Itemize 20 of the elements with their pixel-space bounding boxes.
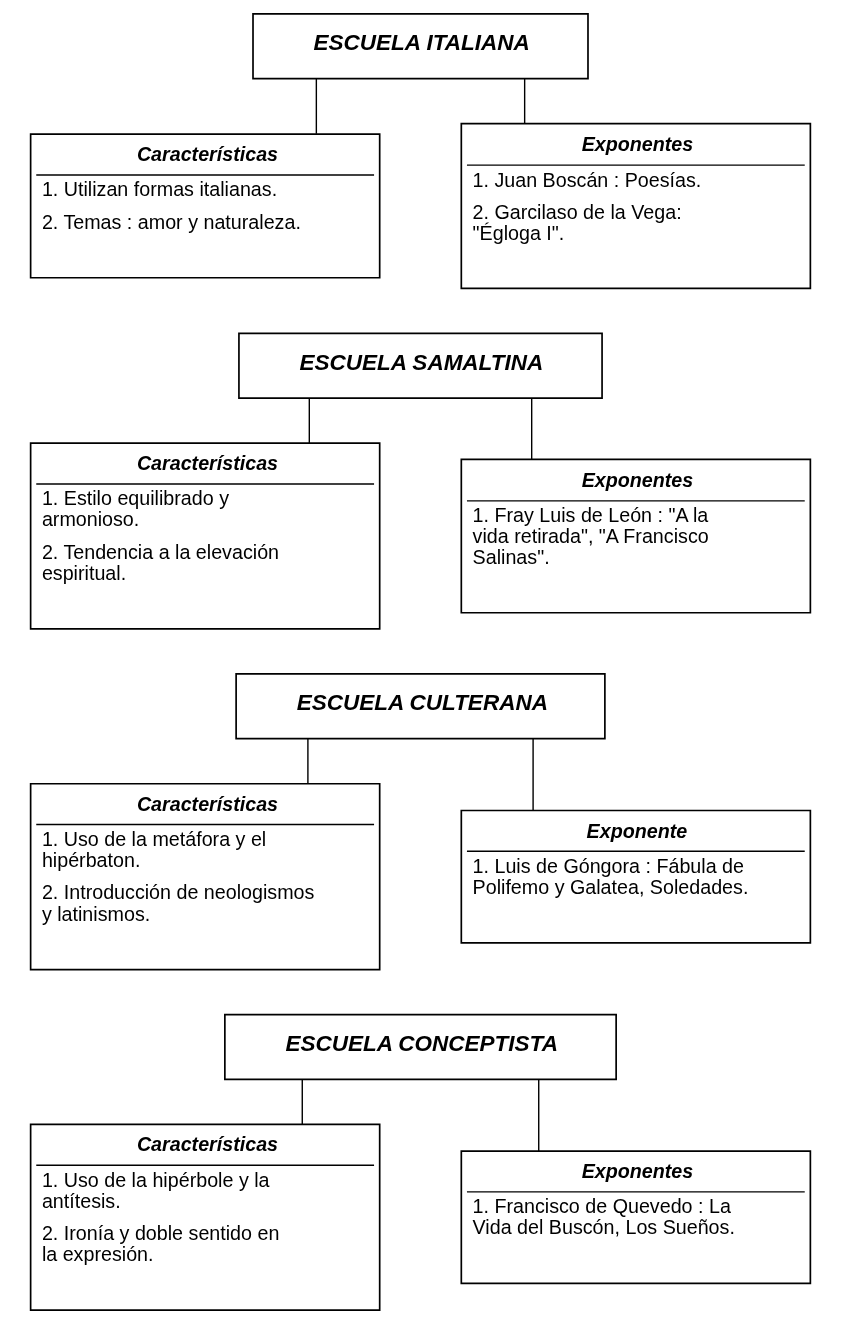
node-box: Características 1. Utilizan formas italianas. 2. Temas : amor y naturaleza. xyxy=(29,133,381,279)
connector xyxy=(315,78,318,135)
connector xyxy=(538,1078,540,1152)
connector xyxy=(308,397,310,444)
node-box: Exponentes 1. Francisco de Quevedo : La Vida del Buscón, Los Sueños. xyxy=(460,1150,812,1285)
node-box: Características 1. Uso de la metáfora y el hipérbaton. 2. Introducción de neologismos y latinismos. xyxy=(29,782,381,971)
node-box: ESCUELA SAMALTINA xyxy=(238,332,603,399)
connector xyxy=(523,78,526,124)
node-box: Exponentes 1. Fray Luis de León : "A la vida retirada", "A Francisco Salinas". xyxy=(460,458,812,614)
node-box: Características 1. Uso de la hipérbole y la antítesis. 2. Ironía y doble sentido en la expresión. xyxy=(29,1123,381,1311)
node-box: Exponente 1. Luis de Góngora : Fábula de Polifemo y Galatea, Soledades. xyxy=(460,809,812,944)
connector xyxy=(301,1078,303,1125)
node-box: ESCUELA CONCEPTISTA xyxy=(224,1013,617,1081)
node-box: ESCUELA CULTERANA xyxy=(235,673,606,740)
node-box: Características 1. Estilo equilibrado y armonioso. 2. Tendencia a la elevación espiritual. xyxy=(29,442,381,630)
node-box: ESCUELA ITALIANA xyxy=(252,13,589,80)
connector xyxy=(531,397,533,460)
connector xyxy=(532,738,534,812)
connector xyxy=(307,738,309,785)
node-box: Exponentes 1. Juan Boscán : Poesías. 2. Garcilaso de la Vega: "Égloga I". xyxy=(460,122,812,290)
